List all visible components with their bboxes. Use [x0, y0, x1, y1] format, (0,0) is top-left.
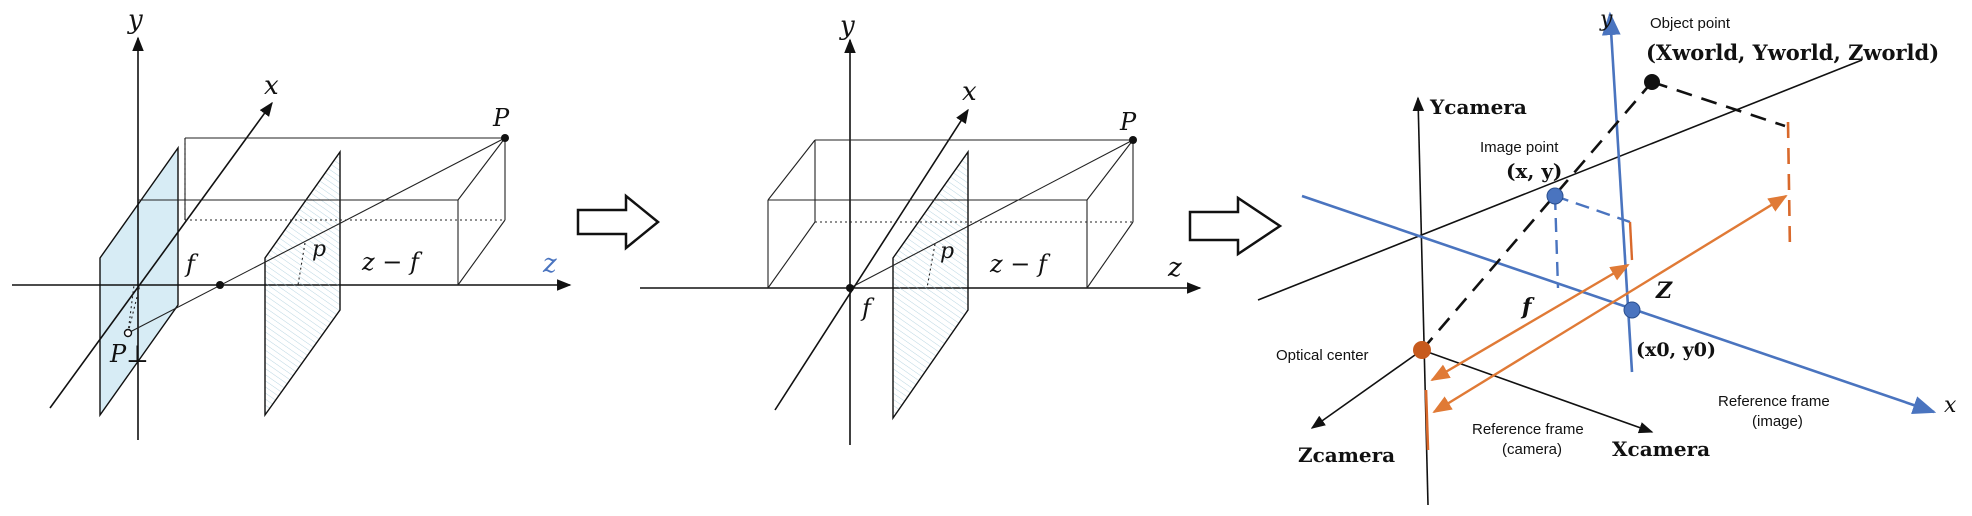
arrow-right-outline-icon — [576, 193, 660, 251]
pinhole-point — [216, 281, 224, 289]
point-P — [1129, 136, 1137, 144]
z-camera-axis-front — [1310, 349, 1423, 429]
image-point-label: Image point — [1480, 139, 1559, 156]
image-plane-front — [264, 149, 341, 418]
label-z: z — [542, 249, 557, 279]
image-point-coords: (x, y) — [1506, 159, 1562, 183]
label-z: z — [1167, 253, 1182, 283]
point-box — [138, 137, 506, 286]
arrow-right-outline-icon — [1188, 195, 1283, 257]
point-box — [767, 139, 1134, 289]
object-dashed-vertical — [1786, 121, 1792, 253]
point-P — [501, 134, 509, 142]
image-point-dashed-vertical — [1553, 195, 1560, 289]
object-dashed-horizontal — [1651, 80, 1786, 128]
projection-ray — [849, 139, 1134, 289]
object-point-label: Object point — [1650, 15, 1731, 32]
image-x-axis — [1301, 194, 1937, 415]
panel-virtual-plane-model: y x z P p f z − f — [640, 11, 1202, 445]
label-z-minus-f: z − f — [989, 250, 1051, 278]
focal-label: f — [1520, 294, 1535, 320]
projection-ray — [127, 137, 506, 334]
x-axis — [49, 101, 273, 409]
ray-to-object — [1421, 81, 1653, 351]
depth-arrow — [1432, 194, 1788, 414]
optical-center-label: Optical center — [1276, 347, 1369, 364]
object-point-coords: (Xworld, Yworld, Zworld) — [1646, 40, 1939, 65]
y-camera-axis-orange — [1424, 389, 1430, 451]
label-x: x — [264, 71, 279, 101]
z-camera-label: Zcamera — [1298, 443, 1395, 467]
label-P: P — [1119, 108, 1137, 136]
panel-pinhole-model: y x z P p f z − f P⊥ — [12, 5, 572, 440]
image-plane-behind — [99, 145, 179, 418]
label-p: p — [940, 239, 954, 264]
image-x-axis-label: x — [1944, 393, 1957, 418]
principal-point — [1623, 301, 1641, 319]
label-P: P — [492, 104, 510, 132]
ref-camera-label-2: (camera) — [1502, 441, 1562, 458]
point-P-perp — [123, 328, 133, 338]
panel-camera-reference-frames: y x Object point (Xworld, Yworld, Zworld… — [1257, 7, 1957, 506]
image-plane-front — [892, 149, 969, 421]
image-y-axis — [1601, 11, 1634, 373]
label-p: p — [312, 237, 326, 262]
label-x: x — [962, 77, 977, 107]
ref-image-label-1: Reference frame — [1718, 393, 1830, 410]
focal-length-arrow — [1430, 263, 1630, 382]
label-P-perp: P⊥ — [109, 340, 149, 368]
z-camera-axis — [1257, 59, 1863, 301]
image-point-dashed-horizontal — [1554, 194, 1631, 224]
principal-point-label: (x0, y0) — [1636, 339, 1716, 361]
ref-camera-label-1: Reference frame — [1472, 421, 1584, 438]
image-point — [1546, 187, 1564, 205]
label-z-minus-f: z − f — [361, 248, 423, 276]
x-camera-label: Xcamera — [1612, 437, 1710, 461]
label-f: f — [184, 250, 199, 278]
label-f: f — [860, 294, 875, 322]
y-camera-label: Ycamera — [1429, 95, 1527, 119]
pinhole-point — [846, 284, 854, 292]
depth-label: Z — [1655, 278, 1673, 304]
label-y: y — [127, 5, 143, 35]
x-axis — [774, 108, 969, 411]
image-y-axis-label: y — [1599, 7, 1613, 32]
optical-center-point — [1413, 341, 1431, 359]
label-y: y — [839, 11, 855, 41]
ref-image-label-2: (image) — [1752, 413, 1803, 430]
object-point — [1644, 74, 1660, 90]
x-camera-axis — [1421, 349, 1654, 434]
